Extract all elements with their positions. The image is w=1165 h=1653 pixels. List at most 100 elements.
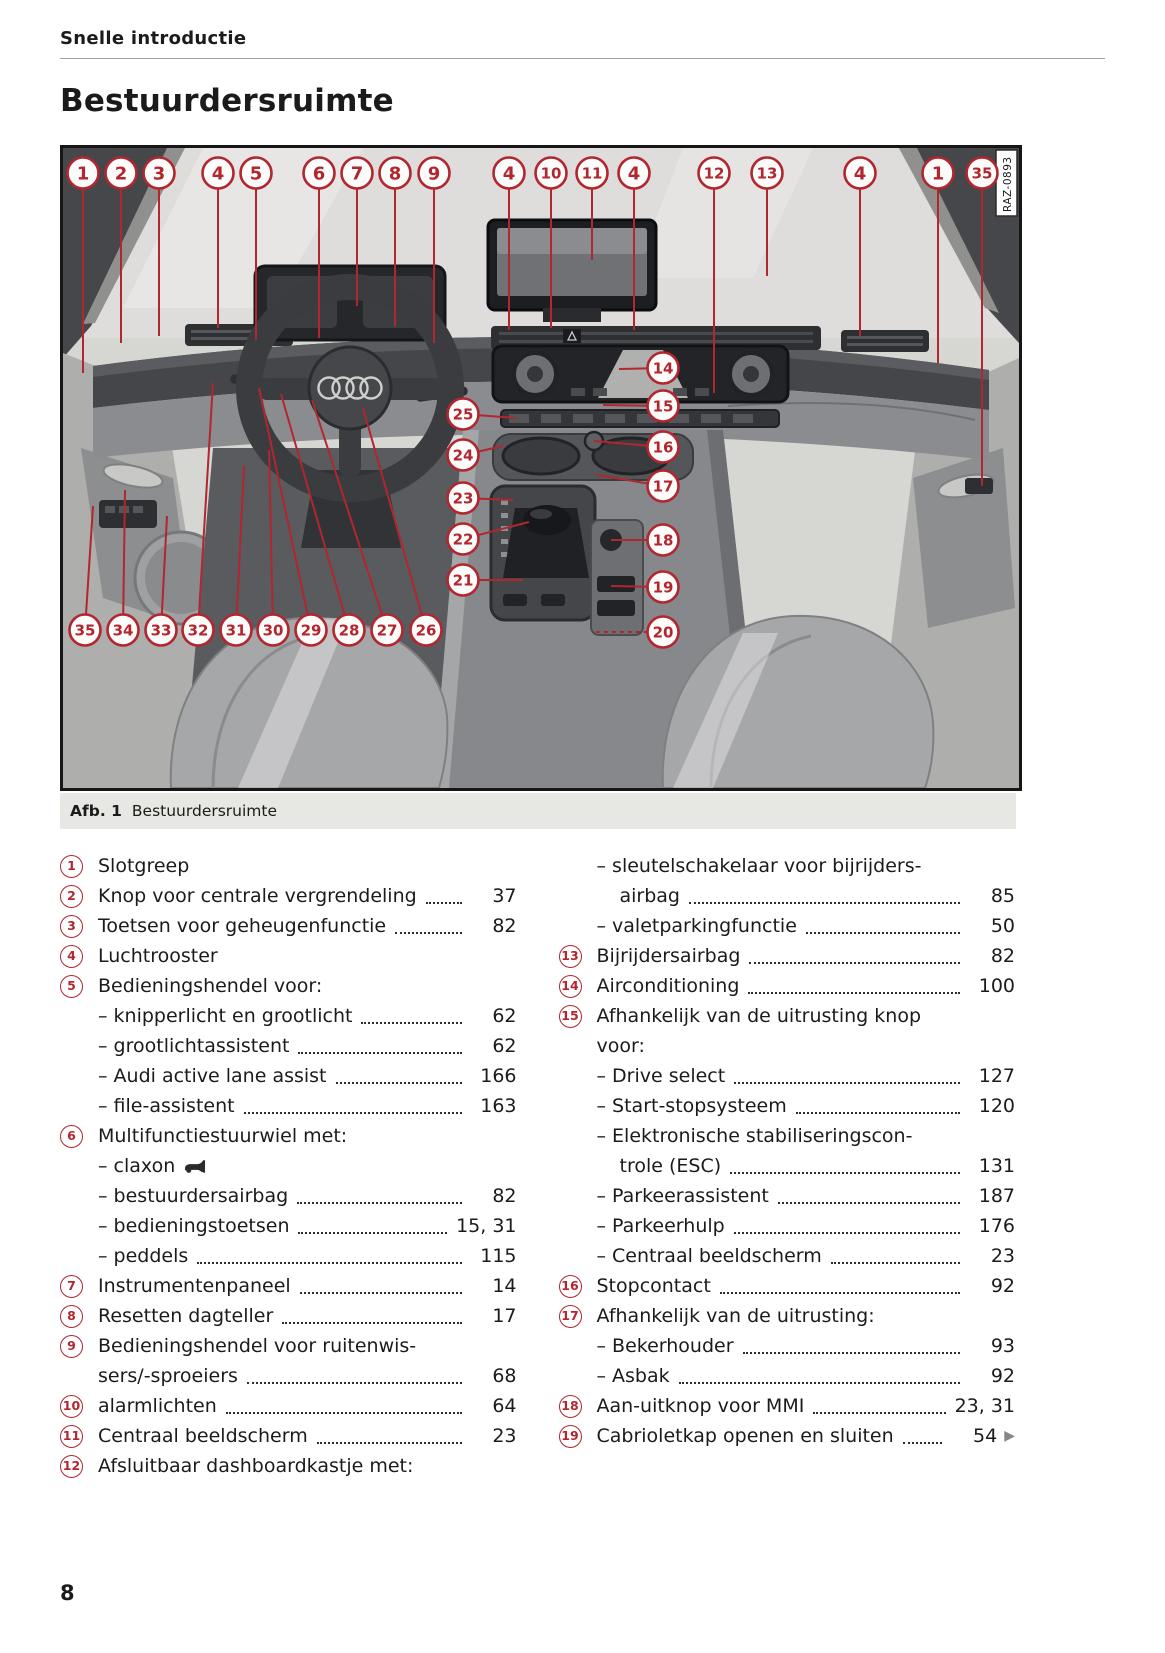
watermark-code: RAZ-0893 [1002, 156, 1014, 212]
callout-circle [332, 613, 366, 647]
legend-item-label: sers/-sproeiers [98, 1365, 238, 1387]
audi-rings-icon [317, 376, 383, 400]
dot-leader [243, 1112, 462, 1114]
right-air-vent [841, 330, 929, 352]
callout-label: 32 [188, 621, 209, 639]
page-reference: 68 [492, 1365, 517, 1387]
legend-bullet-cell: 7 [60, 1271, 98, 1301]
page-reference: 176 [978, 1215, 1015, 1237]
legend-bullet-cell [60, 1061, 98, 1091]
dot-leader [299, 1292, 462, 1294]
callout-number-badge: 11 [60, 1424, 83, 1448]
legend-bullet-cell: 15 [558, 1001, 597, 1031]
strip-key [733, 414, 753, 423]
dot-leader [361, 1022, 462, 1024]
vent-slat [191, 330, 287, 333]
legend-bullet-cell [559, 1031, 597, 1061]
callout-label: 35 [972, 164, 993, 182]
page-reference: 62 [492, 1005, 517, 1027]
knob-center [743, 366, 759, 382]
climate-button [571, 388, 585, 396]
legend-bullet-cell: 16 [558, 1271, 597, 1301]
callout-circle [144, 613, 178, 647]
callout-label: 9 [428, 163, 441, 184]
window-switches [99, 500, 157, 528]
legend-bullet-cell [559, 1061, 597, 1091]
dot-leader [335, 1082, 462, 1084]
callout-circle [378, 156, 412, 190]
callout-number-badge: 1 [60, 854, 83, 878]
legend-item-label: – Elektronische stabiliseringscon- [596, 1125, 913, 1147]
climate-button [673, 388, 687, 396]
legend-item-label: – file-assistent [98, 1095, 235, 1117]
legend-item-label: Bedieningshendel voor: [98, 975, 323, 997]
callout-leader-line [84, 505, 94, 631]
dot-leader [830, 1262, 960, 1264]
page-title: Bestuurdersruimte [60, 83, 394, 119]
dot-leader [795, 1112, 960, 1114]
dot-leader [730, 1172, 960, 1174]
page-reference: 82 [492, 915, 517, 937]
page-reference: 82 [492, 1185, 517, 1207]
dot-leader [749, 962, 960, 964]
page-reference: 37 [492, 885, 517, 907]
callout-label: 6 [313, 163, 326, 184]
callout-number-badge: 10 [60, 1394, 83, 1418]
legend-bullet-cell [559, 911, 597, 941]
callout-number-badge: 14 [558, 974, 582, 998]
callout-circle [617, 156, 651, 190]
legend-bullet-cell [60, 1361, 98, 1391]
callout-leader-line [122, 489, 126, 631]
legend-bullet-cell [60, 1181, 98, 1211]
callout-leader-line [311, 399, 388, 631]
page-reference: 15, 31 [456, 1215, 517, 1237]
legend-item-label: Afhankelijk van de uitrusting knop [596, 1005, 922, 1027]
legend-item-label: Bedieningshendel voor ruitenwis- [98, 1335, 417, 1357]
callout-circle [534, 156, 568, 190]
callout-number-badge: 12 [60, 1454, 83, 1478]
page-reference: 64 [492, 1395, 517, 1417]
callout-label: 4 [212, 163, 225, 184]
callout-label: 3 [153, 163, 166, 184]
legend-bullet-cell: 4 [60, 941, 98, 971]
legend-item-label: Stopcontact [596, 1275, 711, 1297]
seat-crease [211, 634, 314, 788]
callout-circle [294, 613, 328, 647]
legend-row: trole (ESC)131 [559, 1151, 1016, 1181]
callout-label: 4 [503, 163, 516, 184]
legend-item-label: Bijrijdersairbag [596, 945, 741, 967]
glovebox-seam [727, 402, 976, 421]
callout-number-badge: 7 [60, 1274, 83, 1298]
callout-label: 17 [653, 477, 674, 495]
legend-bullet-cell [60, 1031, 98, 1061]
wheel-spoke [339, 416, 361, 476]
callout-label: 18 [653, 531, 674, 549]
legend-item-label: alarmlichten [98, 1395, 217, 1417]
callout-circle [370, 613, 404, 647]
callout-circle [646, 469, 680, 503]
callout-number-badge: 9 [60, 1334, 83, 1358]
legend-bullet-cell [559, 881, 597, 911]
legend-row: – bedieningstoetsen 15, 31 [60, 1211, 517, 1241]
gate-marker [501, 513, 508, 518]
callout-label: 34 [113, 621, 134, 639]
callout-circle [697, 156, 731, 190]
callout-circle [646, 430, 680, 464]
gear-knob [523, 505, 571, 535]
legend-item-label: – bedieningstoetsen [98, 1215, 290, 1237]
